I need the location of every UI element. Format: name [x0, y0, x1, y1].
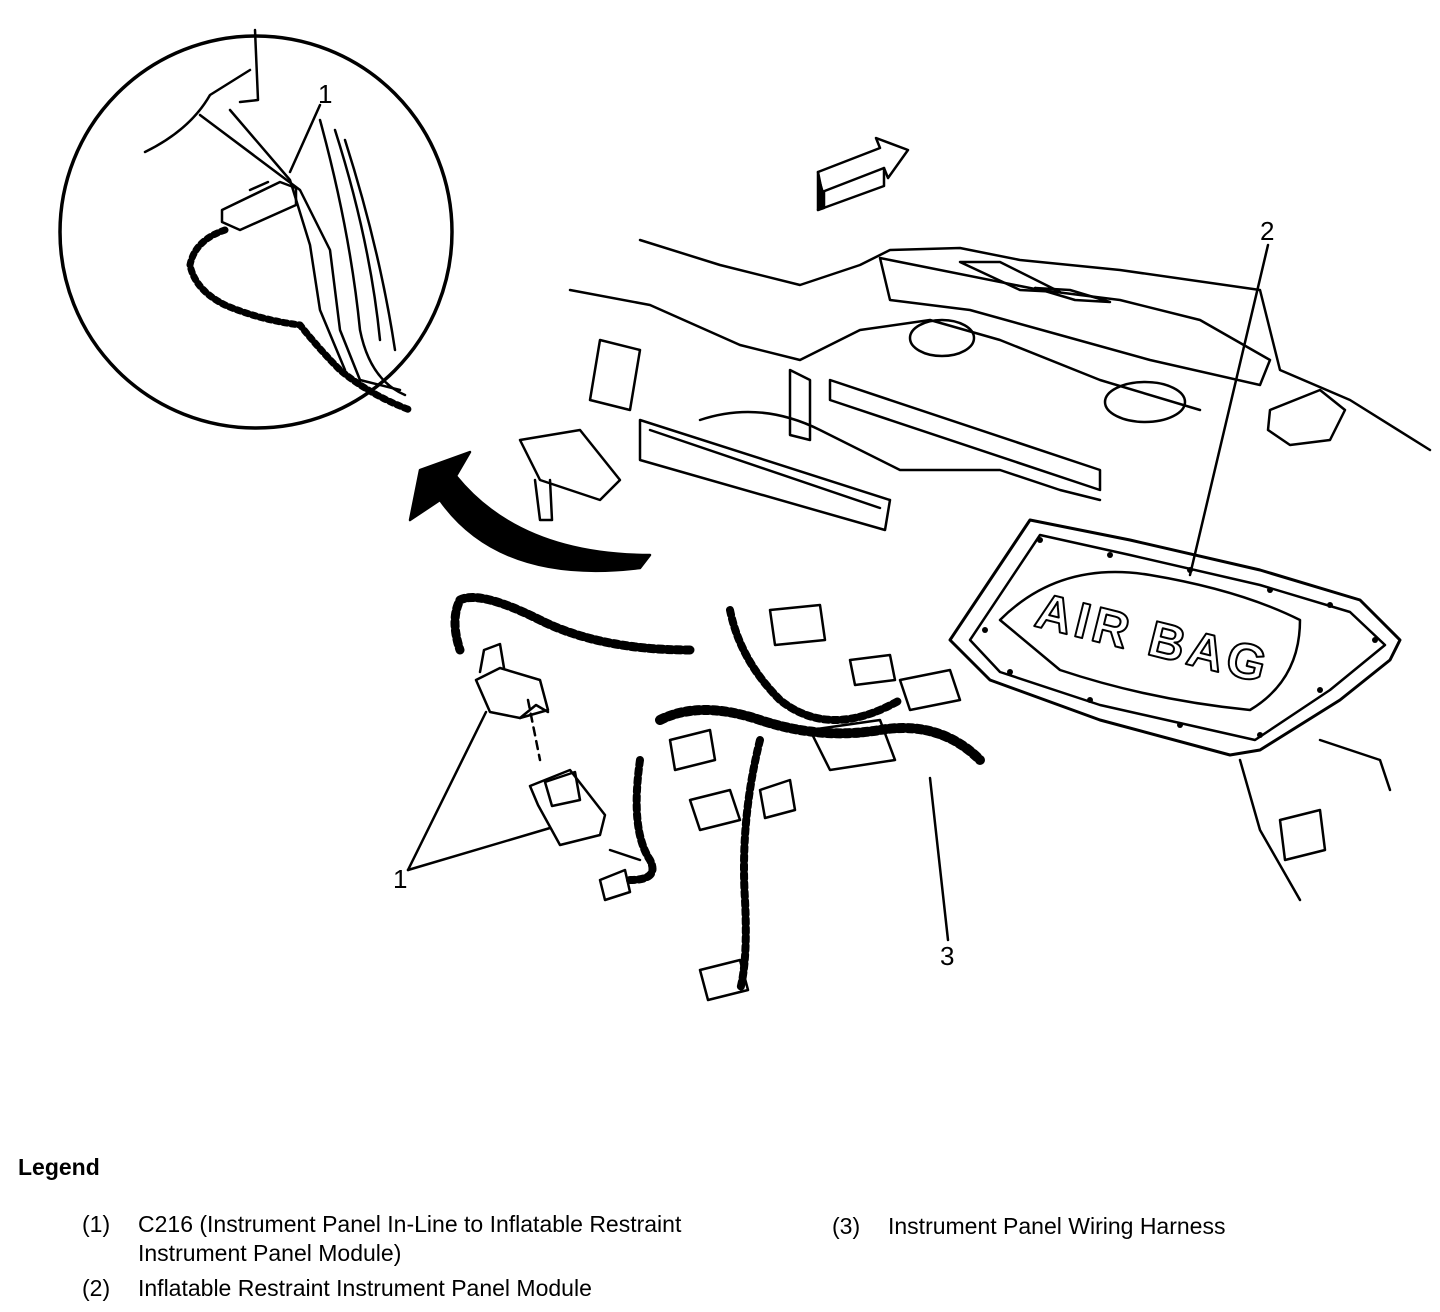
legend-title: Legend — [18, 1154, 100, 1180]
legend-item-number: (1) — [82, 1211, 111, 1237]
legend-item-text: Inflatable Restraint Instrument Panel Mo… — [138, 1275, 592, 1301]
callout-detail-1: 1 — [318, 79, 332, 109]
callout-1: 1 — [393, 864, 407, 894]
instrument-panel — [518, 238, 1432, 532]
detail-harness — [186, 226, 414, 414]
wiring-diagram: AIR BAG — [58, 28, 1432, 1002]
connector-c216 — [474, 642, 607, 847]
detail-arrow — [408, 450, 652, 573]
legend-item-number: (2) — [82, 1275, 111, 1301]
forward-arrow — [816, 136, 910, 212]
callout-3: 3 — [940, 941, 954, 971]
airbag-module: AIR BAG — [948, 518, 1402, 902]
leader-lines — [288, 103, 1270, 942]
airbag-label: AIR BAG — [1030, 582, 1276, 694]
legend-item-text: C216 (Instrument Panel In-Line to Inflat… — [138, 1211, 682, 1266]
legend: Legend (1) C216 (Instrument Panel In-Lin… — [0, 1150, 1440, 1312]
legend-item-text: Instrument Panel Wiring Harness — [888, 1213, 1226, 1239]
wiring-harness — [450, 593, 985, 994]
detail-view — [58, 28, 454, 430]
legend-item-number: (3) — [832, 1213, 861, 1239]
callout-2: 2 — [1260, 216, 1274, 246]
